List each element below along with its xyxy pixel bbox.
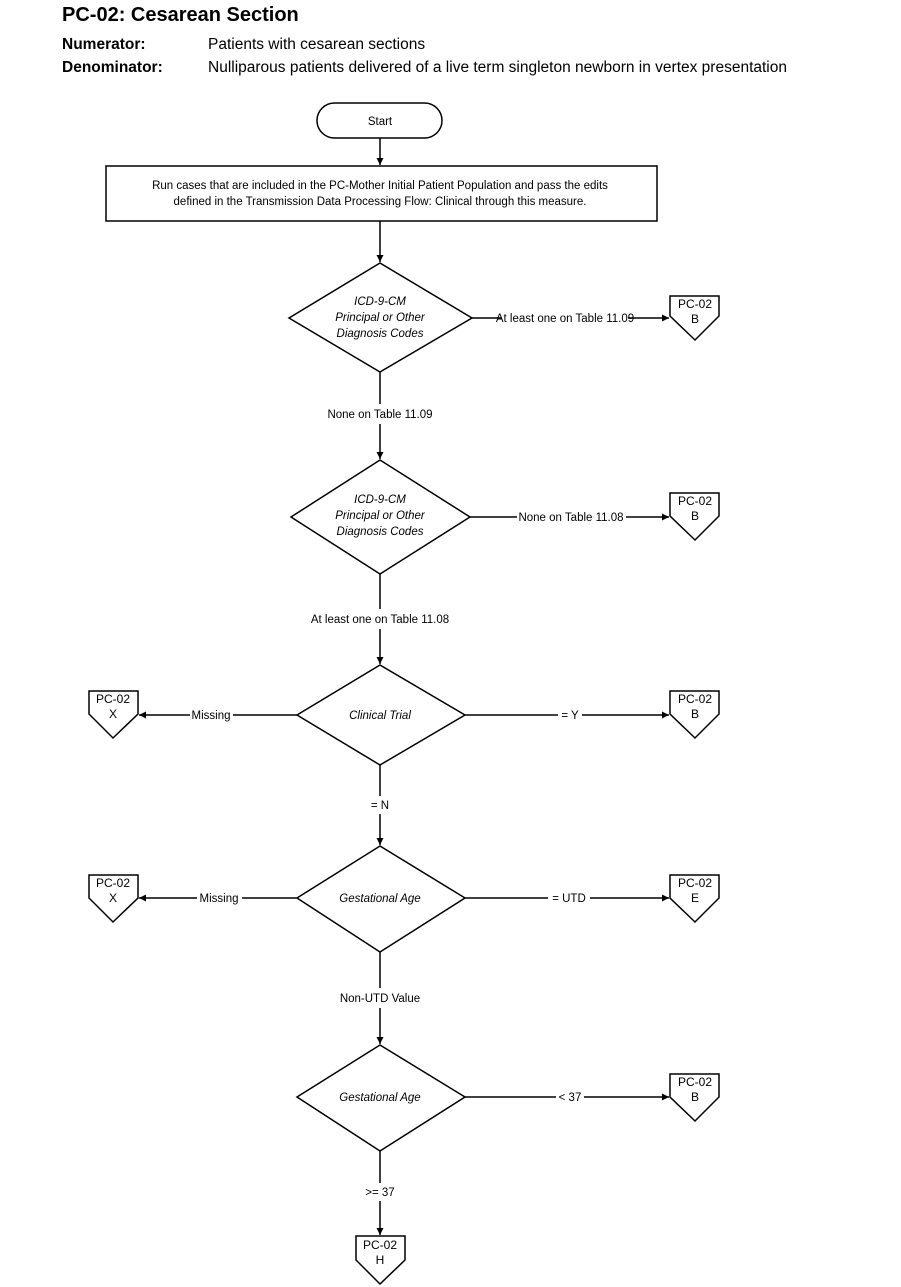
connector-c6 bbox=[669, 874, 720, 924]
connector-c4 bbox=[669, 690, 720, 740]
d5-right-label: < 37 bbox=[559, 1092, 582, 1104]
denominator-label: Denominator: bbox=[62, 59, 163, 76]
d4-right-label: = UTD bbox=[552, 893, 586, 905]
connector-c2 bbox=[669, 492, 720, 542]
numerator-row: Numerator: Patients with cesarean sectio… bbox=[62, 36, 862, 56]
denominator-text: Nulliparous patients delivered of a live… bbox=[208, 59, 787, 76]
connector-c7 bbox=[669, 1073, 720, 1123]
d2-right-label: None on Table 11.08 bbox=[518, 512, 623, 524]
denominator-row: Denominator: Nulliparous patients delive… bbox=[62, 59, 882, 79]
page-title: PC-02: Cesarean Section bbox=[62, 4, 299, 26]
d5-down-label: >= 37 bbox=[365, 1187, 394, 1199]
d3-text: Clinical Trial bbox=[349, 710, 411, 722]
d2-text-line3: Diagnosis Codes bbox=[337, 526, 424, 538]
c1-line2: B bbox=[691, 312, 699, 326]
connector-c8 bbox=[355, 1235, 406, 1286]
d3-right-label: = Y bbox=[561, 710, 579, 722]
c5-line1: PC-02 bbox=[96, 876, 130, 890]
d1-text-line2: Principal or Other bbox=[335, 312, 426, 324]
connector-c3 bbox=[88, 690, 139, 740]
d3-left-label: Missing bbox=[192, 710, 231, 722]
c6-line2: E bbox=[691, 891, 699, 905]
d2-text-line2: Principal or Other bbox=[335, 510, 426, 522]
d4-down-label: Non-UTD Value bbox=[340, 993, 420, 1005]
numerator-text: Patients with cesarean sections bbox=[208, 36, 426, 53]
c3-line2: X bbox=[109, 707, 117, 721]
process-line2: defined in the Transmission Data Process… bbox=[174, 196, 587, 208]
d1-down-label: None on Table 11.09 bbox=[327, 409, 432, 421]
d5-text: Gestational Age bbox=[339, 1092, 420, 1104]
d3-down-label: = N bbox=[371, 800, 389, 812]
c7-line2: B bbox=[691, 1090, 699, 1104]
c2-line1: PC-02 bbox=[678, 494, 712, 508]
c4-line2: B bbox=[691, 707, 699, 721]
connector-c1 bbox=[669, 295, 720, 342]
d4-left-label: Missing bbox=[200, 893, 239, 905]
c8-line1: PC-02 bbox=[363, 1238, 397, 1252]
d4-text: Gestational Age bbox=[339, 893, 420, 905]
process-box bbox=[105, 165, 658, 222]
c3-line1: PC-02 bbox=[96, 692, 130, 706]
d2-down-label: At least one on Table 11.08 bbox=[311, 614, 449, 626]
d2-text-line1: ICD-9-CM bbox=[354, 494, 406, 506]
c8-line2: H bbox=[376, 1253, 385, 1267]
start-label: Start bbox=[368, 116, 393, 128]
numerator-label: Numerator: bbox=[62, 36, 146, 53]
c1-line1: PC-02 bbox=[678, 297, 712, 311]
d1-text-line3: Diagnosis Codes bbox=[337, 328, 424, 340]
c7-line1: PC-02 bbox=[678, 1075, 712, 1089]
d1-text-line1: ICD-9-CM bbox=[354, 296, 406, 308]
c2-line2: B bbox=[691, 509, 699, 523]
c5-line2: X bbox=[109, 891, 117, 905]
d1-right-label: At least one on Table 11.09 bbox=[496, 313, 634, 325]
c4-line1: PC-02 bbox=[678, 692, 712, 706]
process-line1: Run cases that are included in the PC-Mo… bbox=[152, 180, 608, 192]
connector-c5 bbox=[88, 874, 139, 924]
c6-line1: PC-02 bbox=[678, 876, 712, 890]
